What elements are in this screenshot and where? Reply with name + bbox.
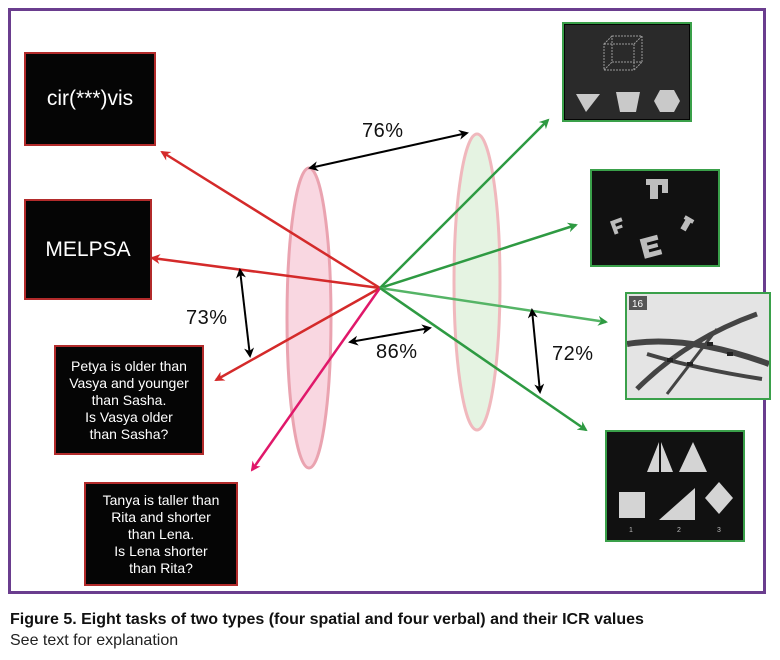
arrow-to-verbal-1 xyxy=(160,150,381,290)
spatial-task-letters xyxy=(590,169,720,267)
icr-label-spatial: 72% xyxy=(552,343,594,365)
3d-cube-and-shapes-icon xyxy=(565,25,689,119)
figure-caption-note: See text for explanation xyxy=(10,632,179,649)
verbal-task-anagram: cir(***)vis xyxy=(24,52,156,146)
spatial-task-shapes: 1 2 3 xyxy=(605,430,745,542)
arrow-to-spatial-1 xyxy=(379,118,550,289)
icr-arrow-verbal xyxy=(235,268,255,358)
icr-label-verbal: 73% xyxy=(186,307,228,329)
shape-label-2: 2 xyxy=(677,527,681,534)
arrow-to-spatial-4 xyxy=(379,286,588,432)
figure-caption-title: Figure 5. Eight tasks of two types (four… xyxy=(10,611,644,628)
arrow-to-verbal-4 xyxy=(250,287,382,472)
road-interchange-photo-icon: 16 xyxy=(627,294,769,398)
icr-arrow-top xyxy=(308,129,469,172)
shape-label-3: 3 xyxy=(717,527,721,534)
shape-assembly-icon: 1 2 3 xyxy=(607,432,743,540)
icr-label-top: 76% xyxy=(362,120,404,142)
arrow-to-spatial-2 xyxy=(379,222,578,290)
icr-arrow-mid xyxy=(348,324,432,346)
spatial-task-cube xyxy=(562,22,692,122)
arrow-to-verbal-2 xyxy=(150,254,381,290)
verbal-task-melpsa: MELPSA xyxy=(24,199,152,300)
photo-badge: 16 xyxy=(632,299,644,310)
icr-arrow-spatial xyxy=(527,308,545,394)
shape-label-1: 1 xyxy=(629,527,633,534)
spatial-group-ellipse xyxy=(452,132,502,432)
verbal-task-petya: Petya is older than Vasya and younger th… xyxy=(54,345,204,455)
arrow-to-spatial-3 xyxy=(379,286,608,326)
verbal-task-tanya: Tanya is taller than Rita and shorter th… xyxy=(84,482,238,586)
arrow-to-verbal-3 xyxy=(214,286,381,382)
rotated-letters-icon xyxy=(592,171,718,265)
task-diagram xyxy=(150,118,608,472)
spatial-task-interchange: 16 xyxy=(625,292,771,400)
icr-label-mid: 86% xyxy=(376,341,418,363)
